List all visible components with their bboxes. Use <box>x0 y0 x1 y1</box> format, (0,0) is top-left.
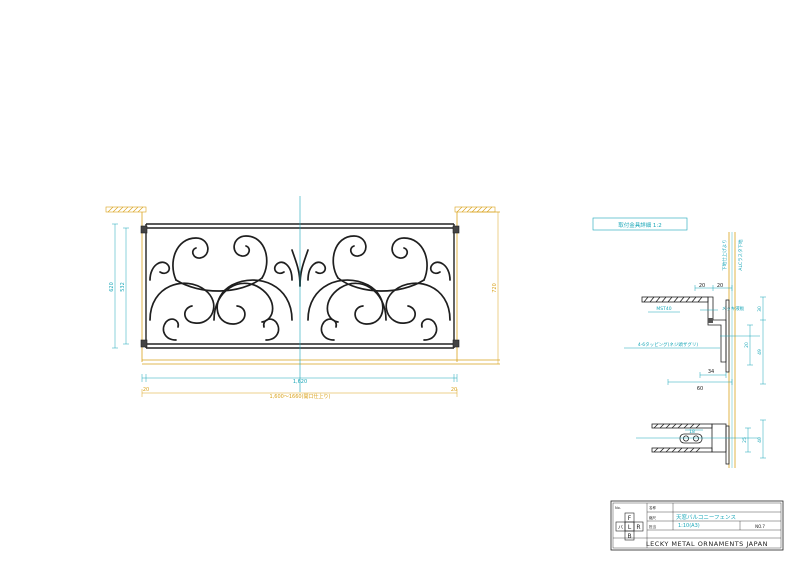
dept-label: 担当 <box>649 524 657 529</box>
bracket-upper <box>641 296 730 373</box>
detail-title: 取付金具詳細 1:2 <box>618 221 662 229</box>
bracket-upper-hatch <box>708 318 713 323</box>
scroll-ornament <box>149 235 451 341</box>
scale-value: 1:10(A3) <box>678 523 700 529</box>
logo-letter-b: B <box>627 533 631 540</box>
mount-brackets <box>140 225 460 348</box>
dimensions-detail-lower <box>636 419 766 459</box>
logo-letter-r: R <box>636 524 640 531</box>
ref-no: NO.7 <box>755 524 765 529</box>
dim-right-edge: 20 <box>451 387 457 393</box>
logo-letter-f: F <box>628 515 632 522</box>
dim-overall-width: 1,620 <box>293 379 307 385</box>
callout-mst40: MST40 <box>656 306 671 312</box>
title-block: No. 名称 天窓バルコニーフェンス 縮尺 1:10(A3) 担当 NO.7 バ… <box>610 500 784 551</box>
drawing-name: 天窓バルコニーフェンス <box>676 513 736 521</box>
dim-25: 25 <box>742 437 748 443</box>
no-label: No. <box>615 506 621 510</box>
dim-20a: 20 <box>699 283 705 289</box>
dim-range: 1,600〜1660(開口仕上り) <box>270 393 331 400</box>
dimensions-front-yellow <box>141 212 499 397</box>
company-logo: バ L F R B <box>615 512 644 541</box>
dim-49: 49 <box>757 349 763 355</box>
front-elevation: 620 532 720 1,620 20 20 1,600〜1660(開口仕上り… <box>105 196 500 400</box>
dim-60: 60 <box>697 386 703 392</box>
dim-20c: 20 <box>744 342 750 348</box>
name-label: 名称 <box>649 505 657 510</box>
dim-30: 30 <box>757 306 763 312</box>
dim-18: 18 <box>689 429 695 435</box>
bracket-detail: 取付金具詳細 1:2 下地仕上げより ALCラスタ下地 <box>592 217 766 468</box>
label-finish: 下地仕上げより <box>721 239 728 270</box>
callout-plate: メッキ液板 <box>722 305 745 312</box>
company-name: LECKY METAL ORNAMENTS JAPAN <box>646 540 768 548</box>
dim-height-total: 620 <box>109 282 115 292</box>
dim-left-edge: 20 <box>143 387 149 393</box>
dim-height-right: 720 <box>492 283 498 293</box>
wall-hatch-right <box>454 206 496 213</box>
callout-screws: 4-6タッピング(ネジ頭ザグリ) <box>638 341 699 348</box>
logo-prefix: バ <box>618 525 623 531</box>
detail-title-box <box>592 217 688 231</box>
dimensions-front <box>112 223 458 382</box>
dim-40: 40 <box>757 437 763 443</box>
scale-label: 縮尺 <box>649 515 657 520</box>
dim-height-inner: 532 <box>120 282 126 292</box>
label-substrate: ALCラスタ下地 <box>737 239 744 271</box>
logo-letter-l: L <box>628 524 632 531</box>
opening-outline <box>141 211 500 365</box>
wall-section <box>728 232 736 468</box>
dim-20b: 20 <box>717 283 723 289</box>
dimensions-detail-upper <box>624 285 766 385</box>
dim-34: 34 <box>708 369 714 375</box>
wall-hatch-left <box>105 206 147 213</box>
scroll-half-left <box>149 235 301 341</box>
